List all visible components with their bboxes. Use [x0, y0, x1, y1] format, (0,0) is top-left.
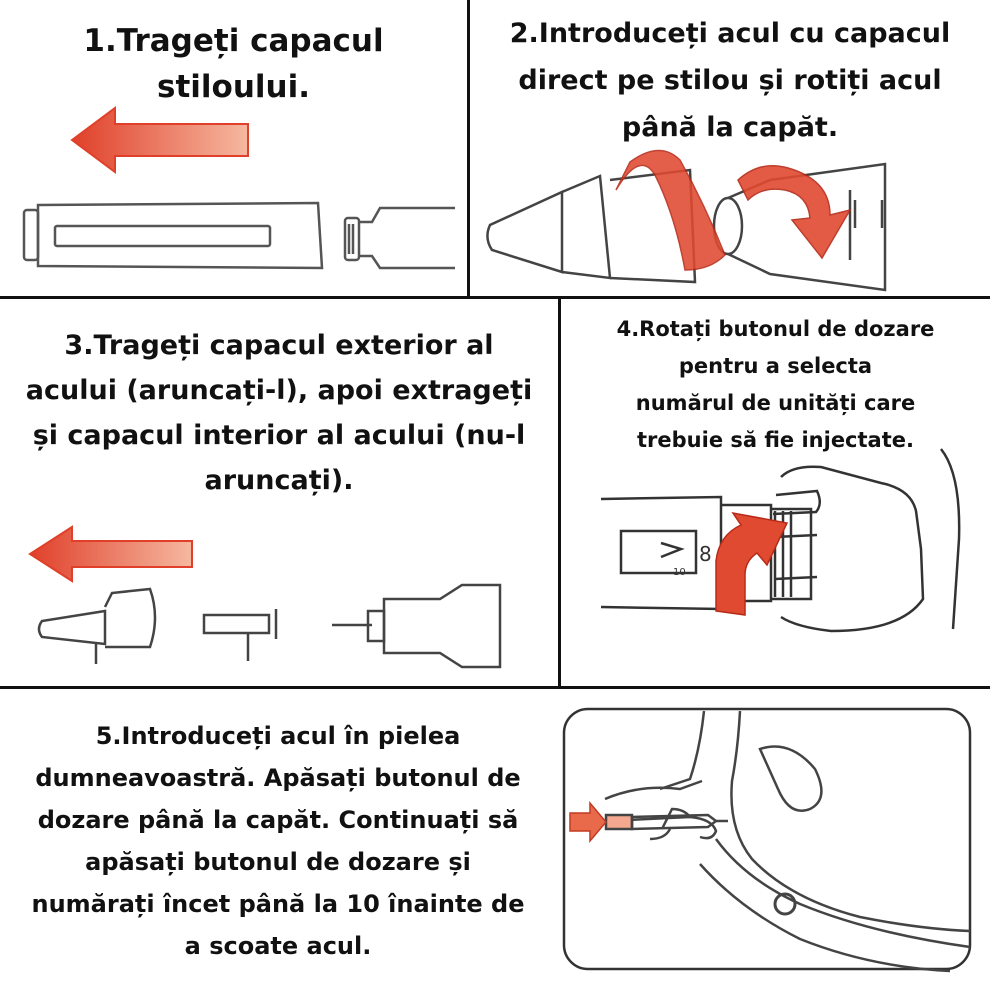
step-3-line-3: și capacul interior al acului (nu-l — [32, 420, 526, 451]
pen-needle-icon — [332, 583, 502, 669]
step-2-line-2: direct pe stilou și rotiți acul — [518, 65, 942, 96]
step-5-line-1: 5.Introduceți acul în pielea — [95, 722, 461, 750]
step-4-line-4: trebuie să fie injectate. — [637, 428, 914, 452]
step-3-line-4: aruncați). — [204, 465, 354, 496]
divider-top-horizontal — [0, 296, 990, 299]
dose-digit: 8 — [699, 542, 712, 566]
injection-scene-frame — [562, 707, 972, 971]
step-4-panel: 4.Rotați butonul de dozare pentru a sele… — [561, 299, 990, 686]
step-4-caption: 4.Rotați butonul de dozare pentru a sele… — [561, 311, 990, 459]
step-5-illustration — [562, 707, 972, 973]
step-5-line-3: dozare până la capăt. Continuați să — [37, 806, 519, 834]
push-arrow-icon — [569, 800, 607, 844]
step-4-line-2: pentru a selecta — [678, 354, 873, 378]
step-1-panel: 1.Trageți capacul stiloului. — [0, 0, 467, 296]
step-2-caption: 2.Introduceți acul cu capacul direct pe … — [470, 10, 990, 151]
step-4-illustration: 8 10 — [600, 448, 961, 633]
divider-top-vertical — [467, 0, 470, 298]
rotate-up-arrow-icon — [715, 511, 789, 616]
step-1-illustration — [22, 106, 455, 270]
step-1-line-1: 1.Trageți capacul — [83, 23, 384, 59]
hand-icon — [772, 448, 961, 633]
step-3-line-2: acului (aruncați-l), apoi extrageți — [25, 375, 533, 406]
step-2-panel: 2.Introduceți acul cu capacul direct pe … — [470, 0, 990, 296]
step-5-line-4: apăsați butonul de dozare și — [85, 848, 471, 876]
step-4-line-1: 4.Rotați butonul de dozare — [616, 317, 935, 341]
step-2-line-3: până la capăt. — [621, 112, 839, 143]
pull-arrow-icon — [28, 525, 193, 583]
rotate-arrow-right-icon — [737, 165, 852, 260]
pull-arrow-icon — [70, 106, 249, 174]
step-3-caption: 3.Trageți capacul exterior al acului (ar… — [0, 323, 558, 503]
step-3-line-1: 3.Trageți capacul exterior al — [64, 330, 494, 361]
dose-scale-label: 10 — [673, 567, 686, 578]
step-3-illustration — [28, 525, 502, 669]
pen-body-icon — [343, 206, 455, 270]
step-2-illustration — [486, 149, 887, 292]
step-5-line-2: dumneavoastră. Apăsați butonul de — [35, 764, 521, 792]
step-2-line-1: 2.Introduceți acul cu capacul — [509, 18, 951, 49]
pen-cap-icon — [22, 201, 324, 270]
step-5-caption: 5.Introduceți acul în pielea dumneavoast… — [0, 715, 556, 967]
step-5-panel: 5.Introduceți acul în pielea dumneavoast… — [0, 689, 990, 990]
step-3-panel: 3.Trageți capacul exterior al acului (ar… — [0, 299, 558, 686]
step-1-caption: 1.Trageți capacul stiloului. — [0, 18, 467, 110]
step-4-line-3: numărul de unități care — [635, 391, 916, 415]
step-1-line-2: stiloului. — [157, 69, 310, 105]
divider-middle-vertical — [558, 296, 561, 688]
body-outline-icon — [659, 710, 971, 973]
hand-with-pen-icon — [604, 779, 728, 841]
outer-needle-cap-icon — [37, 587, 157, 664]
inner-needle-cap-icon — [202, 609, 278, 661]
step-5-line-6: a scoate acul. — [184, 932, 372, 960]
navel-icon — [773, 892, 797, 916]
step-5-line-5: numărați încet până la 10 înainte de — [31, 890, 525, 918]
divider-middle-horizontal — [0, 686, 990, 689]
pen-tip-icon — [712, 162, 887, 292]
rotate-arrow-left-icon — [615, 149, 726, 271]
